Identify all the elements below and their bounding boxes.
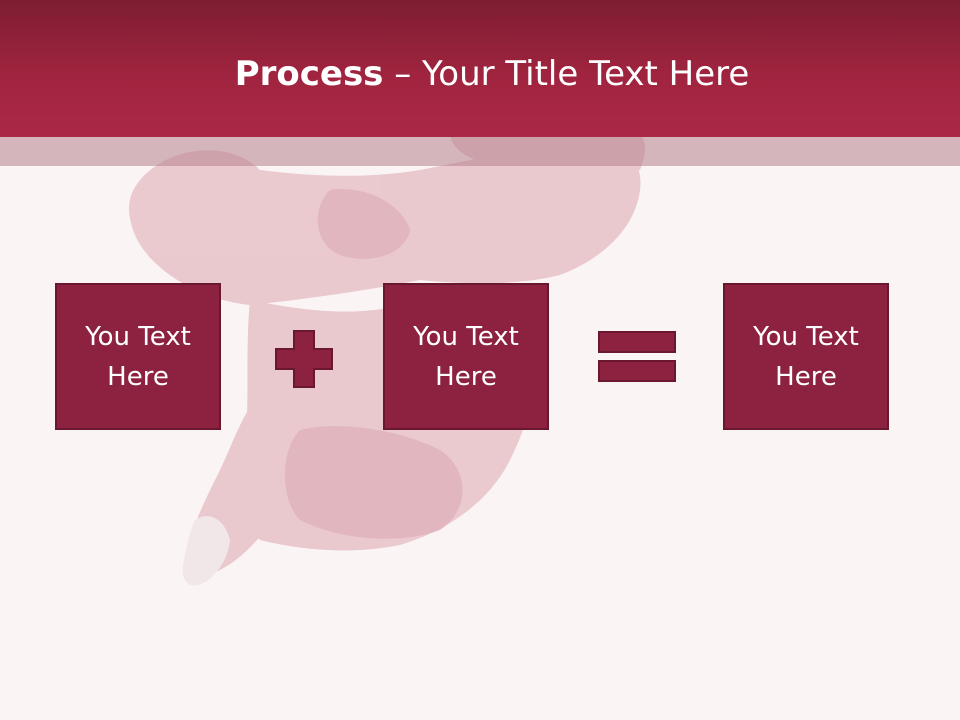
title-strip: [0, 137, 960, 166]
process-box-1-text: You Text Here: [85, 321, 191, 392]
slide-title: Process – Your Title Text Here: [0, 52, 960, 96]
plus-icon: [275, 330, 333, 388]
title-bold-part: Process: [234, 54, 384, 94]
process-box-1: You Text Here: [55, 283, 221, 430]
equals-icon: [598, 331, 676, 382]
process-box-3-text: You Text Here: [753, 321, 859, 392]
title-rest-part: – Your Title Text Here: [383, 54, 750, 94]
process-box-2-text: You Text Here: [413, 321, 519, 392]
process-box-3: You Text Here: [723, 283, 889, 430]
process-box-2: You Text Here: [383, 283, 549, 430]
title-bar: [0, 0, 960, 137]
